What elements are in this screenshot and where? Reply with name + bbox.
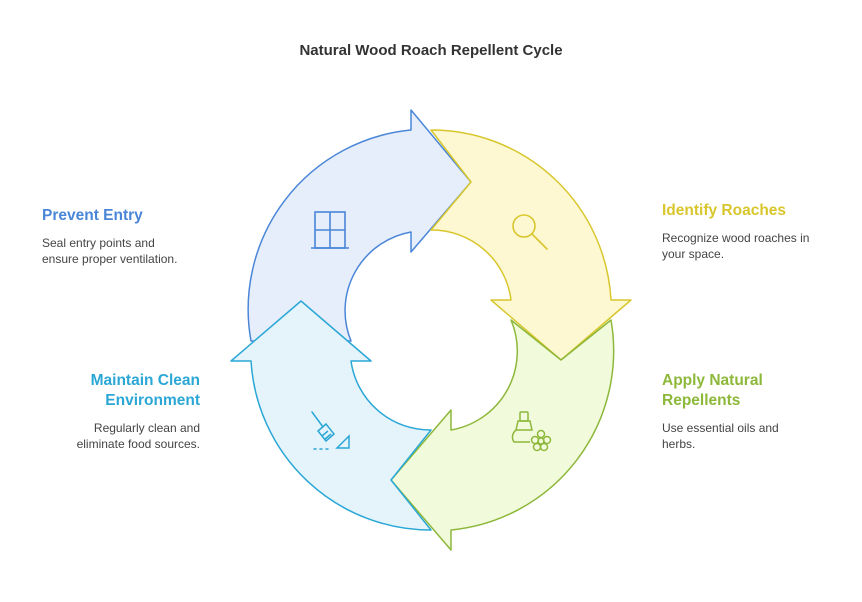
window-icon <box>311 211 349 249</box>
identify-roaches-desc-line: Recognize wood roaches in <box>662 231 810 245</box>
segment-identify-roaches <box>430 129 632 361</box>
segment-prevent-entry <box>247 109 472 342</box>
prevent-entry-desc-line: Seal entry points and <box>42 236 155 250</box>
prevent-entry-desc-line: ensure proper ventilation. <box>42 251 178 266</box>
prevent-entry-heading: Prevent Entry <box>42 207 143 224</box>
magnifier-icon <box>512 214 548 250</box>
broom-icon <box>311 411 350 450</box>
identify-roaches-heading: Identify Roaches <box>662 202 787 219</box>
maintain-clean-heading-line: Environment <box>105 392 200 409</box>
maintain-clean-description: Regularly clean and eliminate food sourc… <box>77 421 200 452</box>
identify-roaches-description: Recognize wood roaches in your space. <box>662 231 809 262</box>
oil-bottle-flower-icon <box>511 411 552 452</box>
diagram-title: Natural Wood Roach Repellent Cycle <box>299 42 563 59</box>
maintain-clean-heading-line: Maintain Clean <box>90 372 200 389</box>
maintain-clean-heading: Maintain Clean Environment <box>91 371 200 411</box>
apply-repellents-heading-line: Apply Natural <box>662 372 763 389</box>
apply-repellents-desc-line: herbs. <box>662 436 696 451</box>
maintain-clean-desc-line: Regularly clean and <box>93 421 200 435</box>
apply-repellents-heading: Apply Natural Repellents <box>662 371 763 411</box>
identify-roaches-desc-line: your space. <box>662 246 725 261</box>
prevent-entry-description: Seal entry points and ensure proper vent… <box>42 236 177 267</box>
maintain-clean-desc-line: eliminate food sources. <box>76 436 200 451</box>
segment-maintain-clean <box>230 300 432 531</box>
apply-repellents-heading-line: Repellents <box>662 392 741 409</box>
apply-repellents-desc-line: Use essential oils and <box>662 421 779 435</box>
segment-apply-repellents <box>390 319 615 551</box>
apply-repellents-description: Use essential oils and herbs. <box>662 421 779 452</box>
